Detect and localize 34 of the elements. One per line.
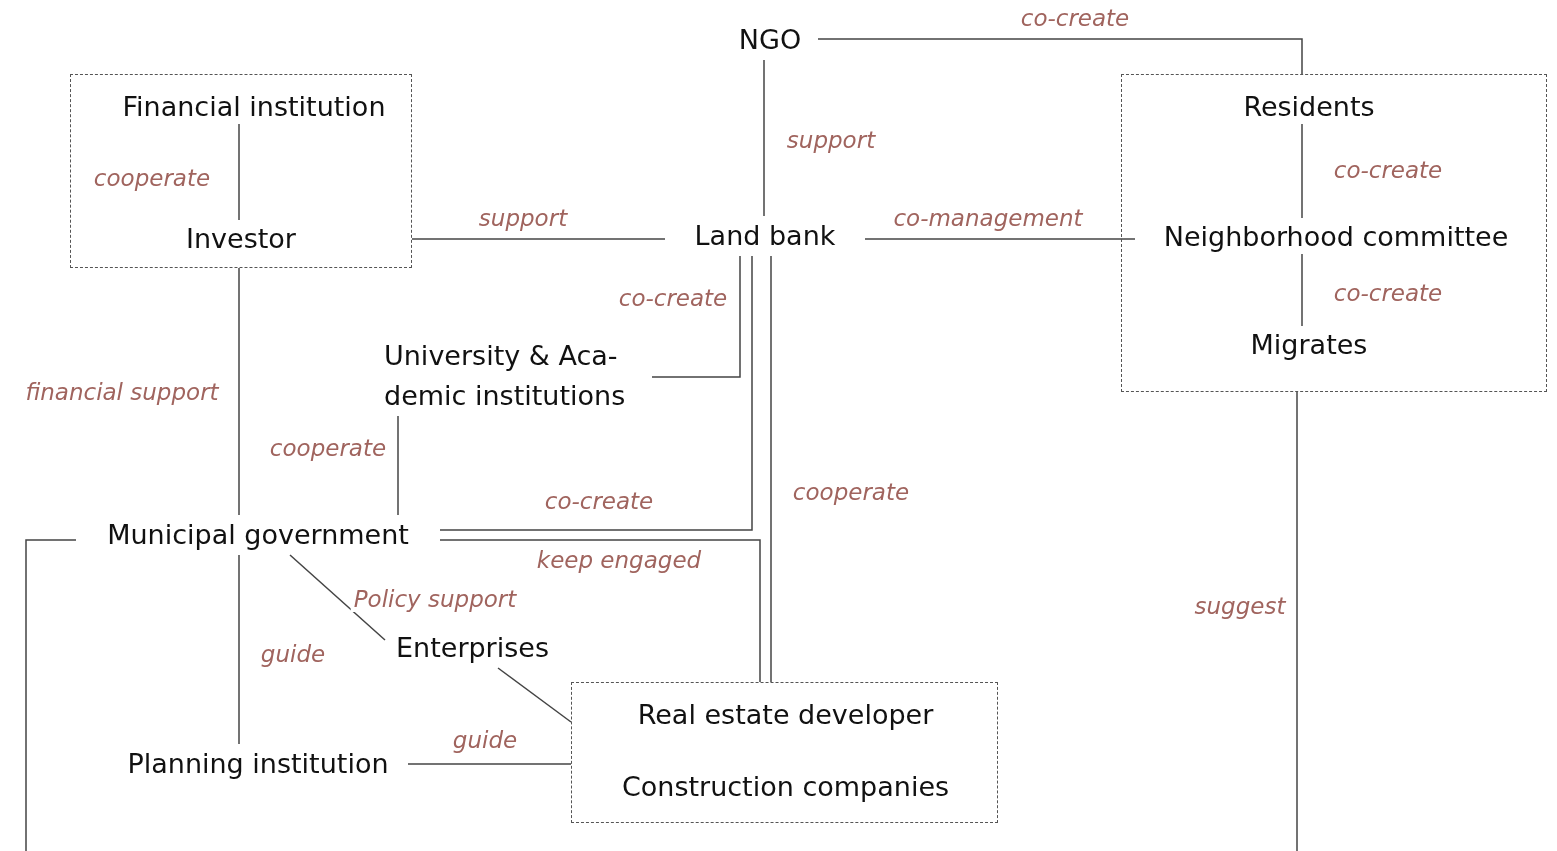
connector-line	[407, 763, 572, 765]
connector-line	[763, 59, 765, 217]
group-frame	[571, 682, 998, 823]
actor-label: Construction companies	[582, 769, 989, 805]
actor-label: Real estate developer	[602, 697, 969, 733]
connector-line	[25, 539, 77, 851]
connector-line	[238, 123, 240, 221]
actor-label: NGO	[722, 20, 818, 60]
connector-line	[817, 38, 1303, 75]
actor-label: Neighborhood committee	[1136, 219, 1536, 255]
actor-label: Enterprises	[385, 628, 560, 668]
connector-line	[397, 415, 399, 516]
connector-line	[439, 539, 761, 683]
actor-label: Land bank	[665, 216, 865, 256]
connector-line	[770, 255, 772, 683]
connector-line	[497, 667, 572, 723]
actor-label: Municipal government	[76, 515, 440, 555]
actor-label: Residents	[1234, 89, 1384, 125]
connector-line	[651, 255, 741, 378]
connector-line	[439, 255, 753, 531]
edge-label: Policy support	[350, 586, 520, 612]
connector-line	[238, 554, 240, 745]
connector-line	[1301, 253, 1303, 327]
connector-line	[289, 554, 386, 641]
connector-line	[411, 238, 666, 240]
actor-label: Investor	[171, 221, 311, 257]
connector-line	[1301, 123, 1303, 219]
actor-label: University & Aca- demic institutions	[384, 336, 652, 416]
connector-line	[1296, 391, 1298, 851]
connector-line	[238, 267, 240, 516]
actor-label: Planning institution	[108, 744, 408, 784]
actor-label: Financial institution	[101, 89, 407, 125]
actor-label: Migrates	[1234, 327, 1384, 363]
connector-line	[864, 238, 1136, 240]
